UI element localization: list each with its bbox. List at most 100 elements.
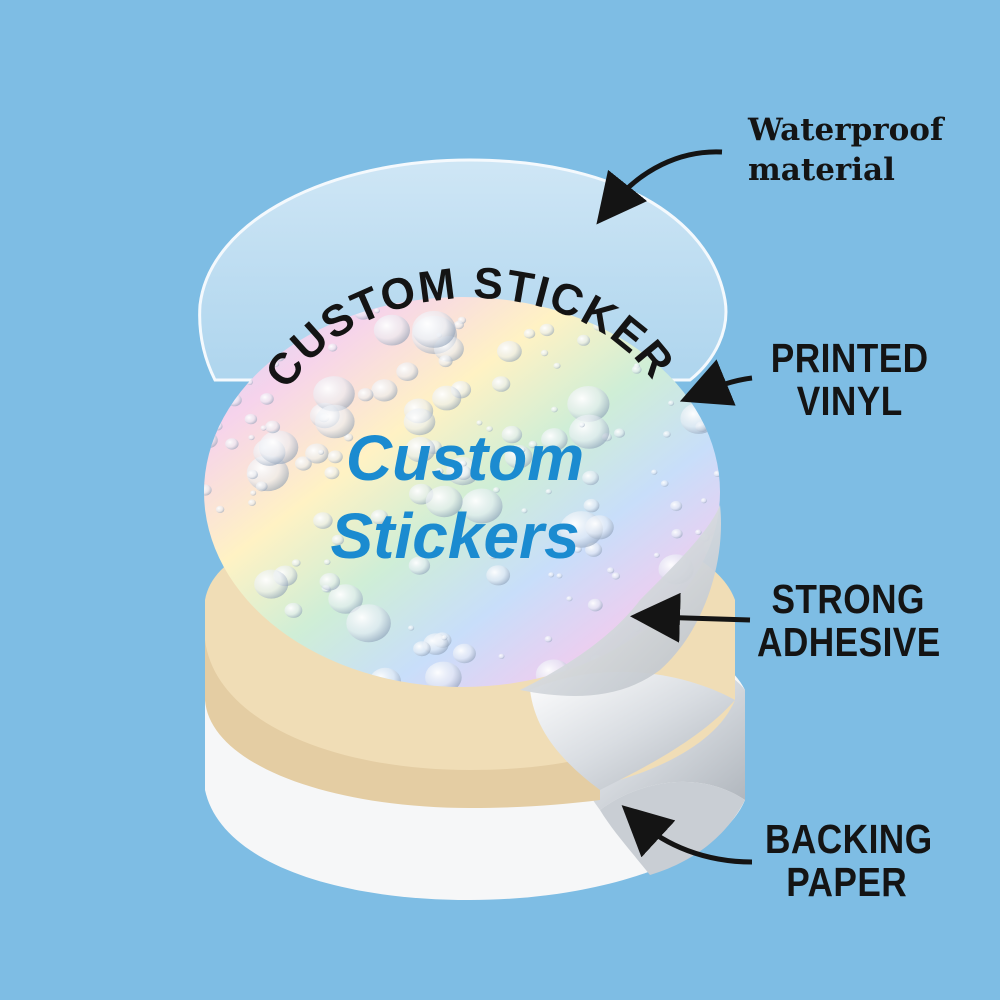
water-drop: [455, 465, 472, 480]
water-drop: [327, 343, 338, 352]
water-drop: [491, 376, 511, 392]
water-drop: [551, 406, 558, 413]
water-drop: [523, 328, 536, 339]
water-drop: [319, 573, 341, 591]
water-drop: [521, 508, 528, 514]
water-drop: [396, 362, 419, 382]
label-printed-vinyl: PRINTED VINYL: [768, 335, 931, 425]
water-drop: [247, 469, 258, 480]
water-drop: [295, 456, 312, 471]
water-drop: [357, 388, 374, 402]
water-drop: [578, 422, 585, 428]
water-drop: [660, 480, 669, 487]
water-drop: [204, 538, 210, 545]
water-drop: [315, 404, 355, 439]
water-drop: [504, 444, 533, 469]
water-drop: [607, 567, 615, 574]
water-drop: [611, 572, 621, 580]
water-drop: [225, 438, 239, 450]
water-drop: [260, 393, 274, 405]
water-drop: [331, 534, 344, 546]
water-drop: [653, 552, 660, 558]
water-drop: [246, 455, 289, 492]
water-drop: [452, 643, 476, 664]
water-drop: [476, 420, 483, 426]
water-drop: [459, 460, 467, 467]
water-drop: [204, 484, 212, 496]
water-drop: [373, 308, 380, 314]
water-drop: [456, 516, 464, 522]
sticker-title-line2: Stickers: [330, 500, 579, 572]
water-drop: [408, 625, 415, 631]
water-drop: [631, 365, 642, 374]
water-drop: [408, 556, 431, 575]
water-drop: [425, 485, 463, 518]
water-drop: [265, 420, 281, 434]
water-drop: [540, 349, 549, 357]
water-drop: [587, 598, 603, 612]
water-drop: [373, 314, 410, 346]
water-drop: [553, 362, 561, 369]
water-drop: [567, 386, 610, 422]
label-waterproof-line1: Waterproof: [748, 112, 944, 148]
water-drop: [413, 641, 431, 657]
water-drop: [405, 436, 436, 463]
water-drop: [461, 488, 503, 524]
water-drop: [346, 604, 391, 643]
water-drop: [651, 469, 658, 475]
arrow-left-icon: [630, 592, 751, 643]
water-drop: [501, 425, 523, 444]
water-drop: [486, 426, 493, 432]
water-drop: [539, 323, 555, 337]
water-drop: [453, 320, 464, 330]
water-drop: [250, 490, 257, 496]
label-backing-paper: BACKING PAPER: [765, 816, 933, 906]
water-drop: [323, 559, 331, 565]
water-drop: [284, 602, 303, 618]
water-drop: [313, 512, 333, 529]
label-printed-vinyl-line2: VINYL: [796, 378, 903, 425]
water-drop: [291, 559, 301, 567]
water-drop: [695, 529, 702, 536]
water-drop: [441, 634, 448, 641]
water-drop: [668, 400, 675, 406]
water-drop: [541, 428, 568, 451]
water-drop: [670, 500, 683, 512]
water-drop: [583, 498, 600, 513]
water-drop: [713, 470, 720, 477]
label-waterproof: Waterproof material: [748, 110, 943, 191]
water-drop: [493, 487, 500, 493]
water-drop: [582, 470, 599, 486]
water-drop: [548, 572, 555, 578]
water-drop: [258, 430, 299, 465]
water-drop: [324, 466, 340, 480]
water-drop: [248, 499, 256, 507]
water-drop: [305, 443, 329, 464]
label-strong-adhesive-line1: STRONG: [771, 576, 925, 622]
label-backing-paper-line1: BACKING: [765, 816, 933, 862]
water-drop: [519, 447, 526, 453]
label-strong-adhesive-line2: ADHESIVE: [757, 619, 941, 666]
water-drop: [313, 376, 355, 412]
water-drop: [585, 515, 614, 540]
water-drop: [680, 402, 717, 434]
water-drop: [412, 310, 456, 348]
water-drop: [248, 434, 255, 441]
label-waterproof-line2: material: [748, 152, 895, 189]
water-drop: [700, 498, 707, 504]
water-drop: [435, 467, 444, 475]
water-drop: [438, 355, 453, 368]
arrow-left-curved-icon: [596, 149, 723, 225]
water-drop: [663, 431, 671, 438]
water-drop: [255, 481, 268, 492]
water-drop: [227, 393, 242, 407]
water-drop: [556, 573, 563, 579]
label-backing-paper-line2: PAPER: [786, 859, 908, 906]
water-drop: [528, 440, 538, 449]
water-drop: [569, 414, 610, 449]
water-drop: [545, 489, 552, 495]
water-drop: [432, 385, 462, 411]
water-drop: [327, 450, 343, 464]
label-printed-vinyl-line1: PRINTED: [770, 335, 929, 381]
